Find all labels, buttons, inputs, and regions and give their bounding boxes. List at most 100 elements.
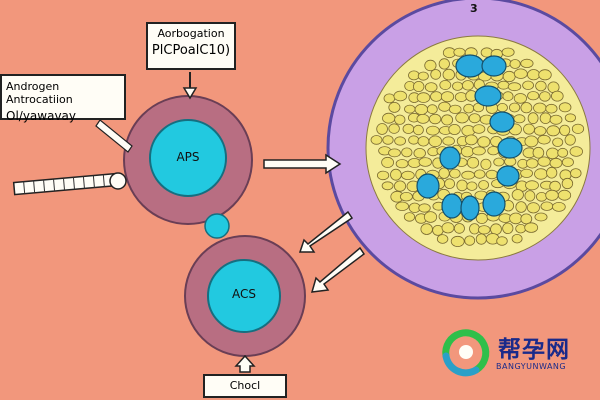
granule [524, 190, 536, 202]
granule [520, 58, 534, 69]
granule [403, 212, 416, 222]
granule [485, 169, 499, 180]
granule [388, 148, 401, 158]
blue-vesicle [482, 191, 506, 217]
granule [453, 47, 466, 57]
granule [439, 80, 452, 91]
granule [549, 114, 563, 125]
granule [525, 180, 539, 191]
blue-vesicle [460, 195, 480, 221]
blue-vesicle [497, 137, 523, 159]
rod-instrument [12, 172, 127, 196]
granule [502, 91, 514, 102]
arrow-to-large-cell [263, 153, 342, 175]
label-top-line1: Aorbogation [157, 27, 225, 40]
granule [413, 147, 426, 159]
granule [438, 58, 450, 70]
blue-vesicle [441, 193, 463, 219]
granule [513, 68, 528, 79]
granule [408, 70, 420, 81]
granule [515, 201, 527, 213]
granule [438, 101, 451, 112]
corner-number: 3 [470, 2, 478, 15]
granule [416, 92, 431, 103]
arrow-bottom-up [234, 354, 256, 373]
label-top-box: Aorbogation PlCPoalC10) [146, 22, 236, 70]
granule [535, 80, 547, 92]
granule [402, 123, 415, 134]
granule [539, 112, 552, 124]
granule [502, 222, 514, 235]
granule [442, 136, 455, 146]
granule [527, 112, 539, 125]
granule [417, 71, 429, 81]
blue-vesicle [489, 111, 515, 133]
granule [545, 189, 559, 201]
granule [520, 213, 533, 225]
granule [399, 191, 413, 202]
granule [381, 181, 394, 191]
granule [561, 177, 574, 190]
granule [432, 224, 444, 236]
granule [442, 68, 456, 81]
granule [513, 114, 526, 124]
granule [534, 168, 548, 180]
top-cell-nucleus [149, 119, 227, 197]
granule [477, 225, 491, 235]
bottom-cell-label: ACS [232, 287, 256, 301]
granule [420, 223, 433, 235]
granule [394, 136, 407, 146]
junction-circle [204, 213, 230, 239]
granule [382, 112, 396, 124]
granule [569, 146, 584, 157]
granule [466, 181, 478, 191]
granule [509, 59, 521, 69]
pointer-line-left [95, 119, 133, 153]
granule [538, 69, 552, 81]
granule [535, 192, 548, 202]
granule [404, 104, 416, 114]
granule [466, 156, 480, 169]
granule [393, 90, 408, 102]
granule [571, 123, 585, 134]
granule [515, 223, 527, 234]
granule [545, 103, 558, 114]
granule [448, 104, 462, 114]
arrow-top-down [182, 72, 198, 100]
blue-vesicle [439, 146, 461, 170]
arrow-return-1 [298, 210, 354, 253]
blue-vesicle [474, 85, 502, 107]
granule [461, 125, 476, 137]
granule [424, 82, 438, 93]
granule [438, 167, 450, 179]
granule [370, 135, 383, 145]
bottom-cell-nucleus [207, 259, 281, 333]
granule [463, 103, 475, 114]
granule [453, 223, 465, 234]
granule [393, 180, 407, 192]
granule [461, 170, 475, 180]
granule [423, 211, 438, 223]
granule [480, 158, 492, 170]
granule [520, 102, 533, 114]
granule [564, 113, 577, 123]
granule [401, 170, 415, 180]
granule [557, 189, 572, 201]
granule [540, 201, 554, 211]
granule [550, 90, 564, 102]
granule [473, 169, 486, 179]
granule [507, 82, 522, 92]
granule [381, 156, 395, 168]
granule [448, 124, 461, 136]
blue-vesicle [416, 173, 440, 199]
label-left-line1: Androgen Antrocatiion [6, 80, 73, 106]
granule [501, 47, 515, 57]
granule [496, 236, 508, 246]
granule [487, 146, 500, 156]
granule [441, 222, 455, 234]
granule [452, 81, 464, 91]
granule [534, 126, 547, 136]
granule [388, 123, 400, 134]
label-left-box: Androgen Antrocatiion Ol/yawavay [0, 74, 126, 123]
